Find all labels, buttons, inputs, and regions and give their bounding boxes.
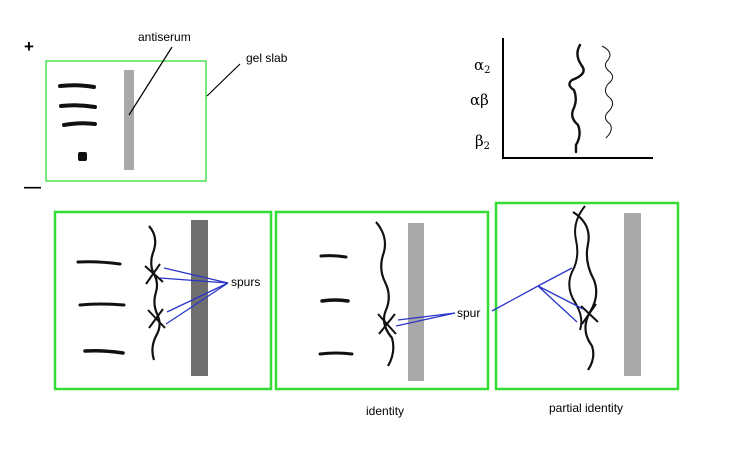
arc-crossing <box>580 303 599 325</box>
antiserum-well <box>124 70 134 170</box>
partial-identity-caption: partial identity <box>549 401 624 415</box>
precipitin-arc <box>148 225 161 361</box>
sample-band <box>318 351 354 356</box>
spur-pointer <box>491 285 539 312</box>
spur-pointer <box>165 282 229 325</box>
sample-band <box>59 103 97 109</box>
arc-brace <box>601 45 614 139</box>
sample-band <box>319 254 348 259</box>
antiserum-well <box>191 220 208 376</box>
gel-slab-schematic <box>45 46 241 182</box>
precipitin-arc <box>572 211 598 371</box>
precipitin-arc <box>568 205 586 331</box>
spur-label: spur <box>457 306 481 320</box>
antiserum-well <box>408 223 424 381</box>
arc-crossing <box>144 263 164 285</box>
alphabeta-label: αβ <box>470 91 489 109</box>
spur-pointer <box>159 277 229 284</box>
antiserum-well <box>624 213 641 376</box>
precipitin-profile <box>502 38 653 159</box>
panel-partial-identity <box>491 201 680 391</box>
alpha2-label: α2 <box>474 56 491 76</box>
antiserum-label: antiserum <box>138 30 191 44</box>
spur-pointer <box>537 267 573 287</box>
antiserum-pointer <box>128 46 173 116</box>
beta2-label: β2 <box>475 132 491 152</box>
sample-bands <box>318 254 354 356</box>
spur-pointers <box>491 267 584 323</box>
precipitin-arc-line <box>568 43 585 154</box>
gel-slab-label: gel slab <box>246 51 288 65</box>
arc-crossing <box>147 308 166 329</box>
spur-pointer <box>537 285 584 310</box>
sample-band <box>58 83 96 89</box>
spur-pointer <box>166 282 229 313</box>
plus-sign: + <box>24 37 34 56</box>
sample-bands <box>58 83 97 127</box>
gel-panel <box>494 201 680 391</box>
spur-pointers <box>159 267 229 325</box>
gel-panel <box>53 210 273 391</box>
spur-pointer <box>395 312 456 327</box>
sample-band <box>76 260 122 266</box>
sample-bands <box>76 260 126 355</box>
precipitin-arc <box>375 221 395 367</box>
sample-band <box>83 349 125 355</box>
spurs-label: spurs <box>231 275 261 289</box>
identity-caption: identity <box>366 404 405 418</box>
sample-well <box>78 152 87 161</box>
minus-sign: — <box>24 177 41 196</box>
gel-slab-pointer <box>206 63 241 97</box>
profile-axes <box>502 38 653 159</box>
arc-crossing <box>377 313 397 335</box>
panel-spurs <box>53 210 273 391</box>
spur-pointer <box>163 267 229 284</box>
spur-pointer <box>537 285 578 323</box>
sample-band <box>78 302 126 307</box>
sample-band <box>62 121 97 127</box>
panel-identity <box>274 210 490 391</box>
sample-band <box>320 298 350 303</box>
gel-panel <box>274 210 490 391</box>
